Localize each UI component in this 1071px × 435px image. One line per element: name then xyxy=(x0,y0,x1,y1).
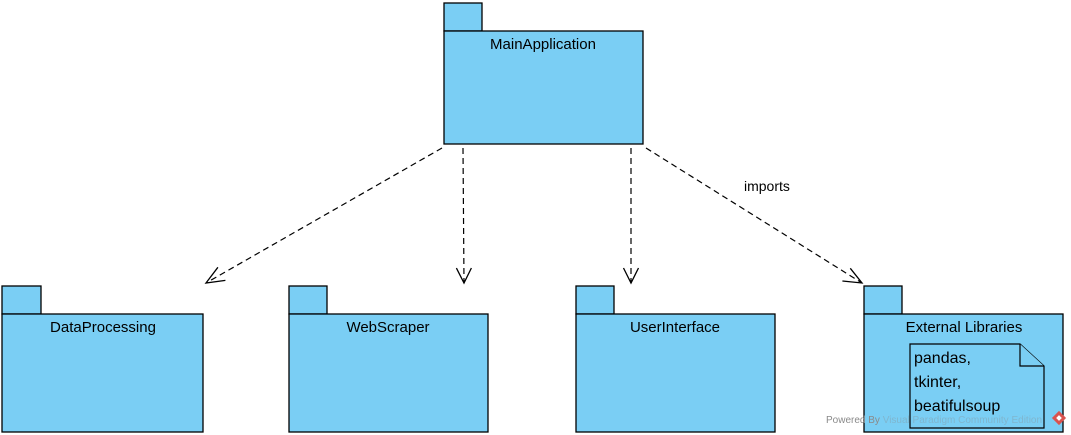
dependency-arrowhead xyxy=(622,267,640,285)
dependency-line xyxy=(462,147,465,284)
package-name-external-libraries: External Libraries xyxy=(906,319,1023,336)
package-user-interface[interactable]: UserInterface xyxy=(575,285,776,433)
package-body xyxy=(288,313,489,433)
package-tab xyxy=(575,285,615,315)
package-name-web-scraper: WebScraper xyxy=(346,319,429,336)
watermark-prefix: Powered By xyxy=(826,415,880,426)
dependency-to-data-processing[interactable] xyxy=(204,147,443,284)
note-line-tkinter: tkinter, xyxy=(914,374,961,391)
library-note[interactable]: pandas, tkinter, beatifulsoup xyxy=(909,343,1045,429)
package-web-scraper[interactable]: WebScraper xyxy=(288,285,489,433)
dependency-arrowhead xyxy=(842,267,864,284)
package-external-libraries[interactable]: External Libraries pandas, tkinter, beat… xyxy=(863,285,1064,433)
dependency-to-external-libraries[interactable]: imports xyxy=(645,147,864,284)
package-tab xyxy=(863,285,903,315)
package-body xyxy=(575,313,776,433)
note-line-beautifulsoup: beatifulsoup xyxy=(914,398,1000,415)
visual-paradigm-logo-icon xyxy=(1051,410,1067,426)
dependency-line xyxy=(645,147,863,284)
note-line-pandas: pandas, xyxy=(914,350,971,367)
note-fold xyxy=(1019,344,1044,367)
dependency-to-user-interface[interactable] xyxy=(622,148,640,285)
package-tab xyxy=(288,285,328,315)
package-name-data-processing: DataProcessing xyxy=(50,319,156,336)
watermark-text: Powered By Visual Paradigm Community Edi… xyxy=(826,415,1042,426)
package-main-application[interactable]: MainApplication xyxy=(443,2,644,145)
dependency-arrowhead xyxy=(455,267,472,285)
package-tab xyxy=(1,285,42,315)
dependency-to-web-scraper[interactable] xyxy=(455,147,472,285)
package-tab xyxy=(443,2,483,32)
package-name-main-application: MainApplication xyxy=(490,36,596,53)
package-data-processing[interactable]: DataProcessing xyxy=(1,285,204,433)
watermark-product: Visual Paradigm Community Edition xyxy=(883,415,1042,426)
watermark: Powered By Visual Paradigm Community Edi… xyxy=(826,410,1067,426)
dependency-line xyxy=(205,147,443,284)
dependency-label-imports: imports xyxy=(744,178,790,194)
note-body xyxy=(909,343,1045,429)
package-name-user-interface: UserInterface xyxy=(630,319,720,336)
package-body xyxy=(1,313,204,433)
dependency-arrowhead xyxy=(204,266,226,284)
package-body xyxy=(443,30,644,145)
